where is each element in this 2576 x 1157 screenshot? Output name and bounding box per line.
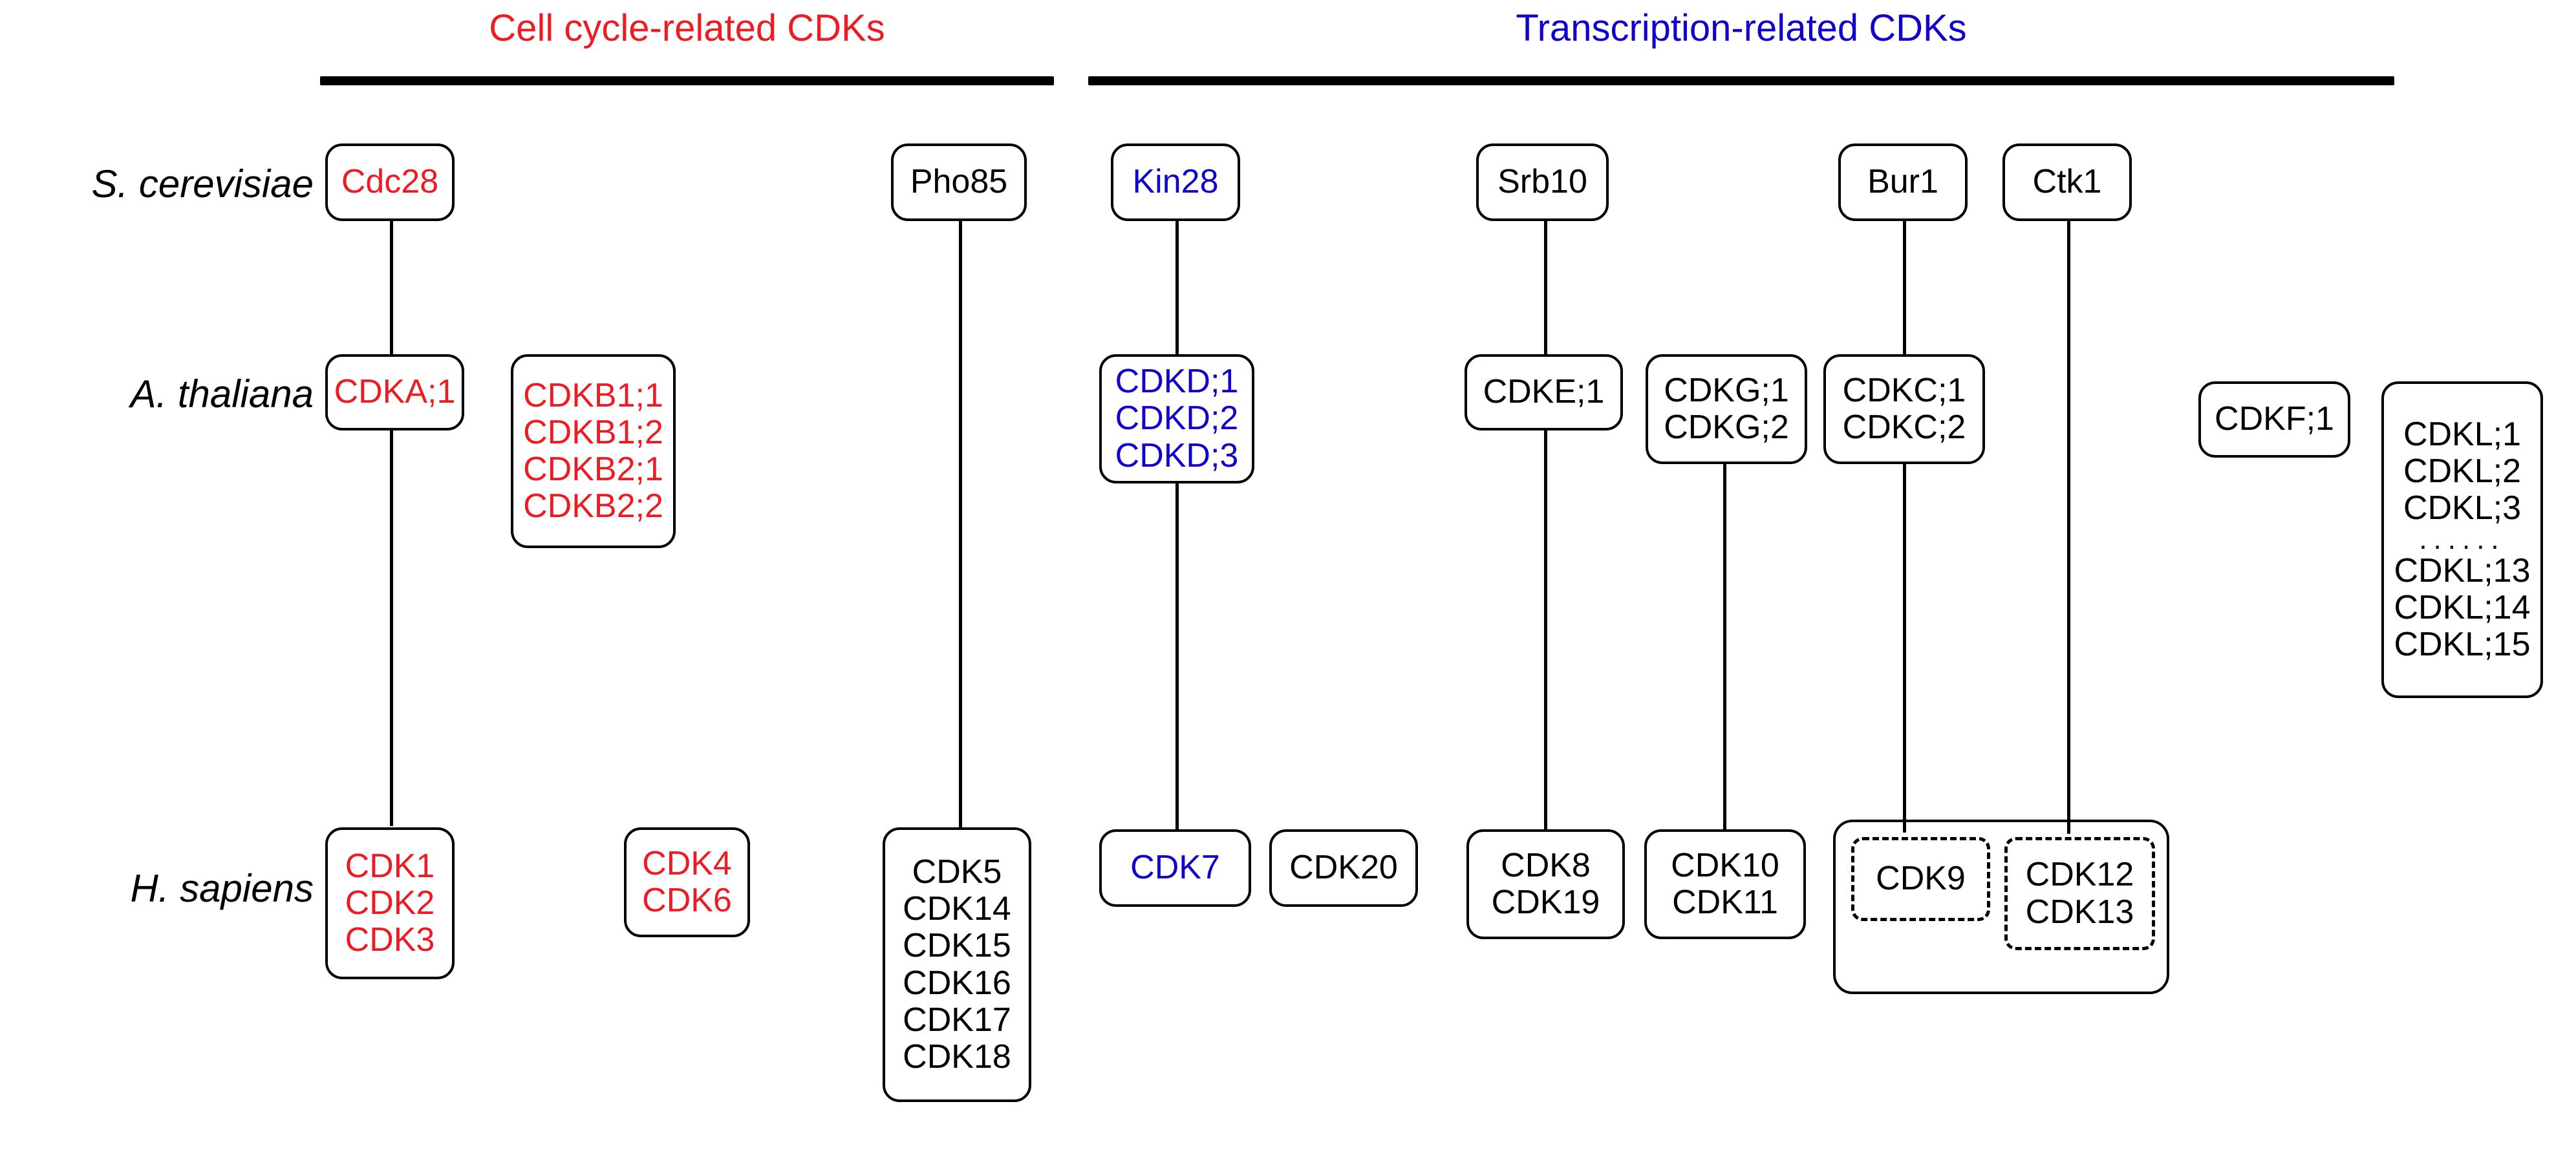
- gene-label: CDK2: [345, 884, 435, 922]
- gene-label: CDK4: [642, 844, 732, 882]
- gene-label: CDK17: [903, 1001, 1011, 1039]
- gene-box-cdkl[interactable]: CDKL;1 CDKL;2 CDKL;3 ...... CDKL;13 CDKL…: [2381, 381, 2543, 698]
- gene-label: Cdc28: [341, 163, 439, 201]
- gene-box-cdk46[interactable]: CDK4 CDK6: [624, 827, 750, 937]
- gene-label: CDK7: [1130, 849, 1220, 887]
- gene-box-cdk12-13[interactable]: CDK12 CDK13: [2004, 837, 2155, 950]
- gene-label: Srb10: [1497, 163, 1587, 201]
- gene-label: CDKL;3: [2403, 489, 2522, 527]
- connector-pho85-cdk5: [959, 220, 962, 827]
- gene-box-cdkb[interactable]: CDKB1;1 CDKB1;2 CDKB2;1 CDKB2;2: [511, 354, 676, 548]
- gene-label: CDK13: [2025, 893, 2134, 931]
- gene-label: CDK15: [903, 927, 1011, 965]
- connector-bur1-cdkc: [1903, 220, 1906, 356]
- gene-label: Ctk1: [2032, 163, 2102, 201]
- gene-box-bur1[interactable]: Bur1: [1838, 143, 1968, 221]
- gene-box-cdk10-11[interactable]: CDK10 CDK11: [1644, 829, 1806, 939]
- gene-box-cdk5-group[interactable]: CDK5 CDK14 CDK15 CDK16 CDK17 CDK18: [883, 827, 1031, 1102]
- gene-label: CDK3: [345, 921, 435, 959]
- gene-label: CDKL;13: [2394, 551, 2531, 589]
- gene-label: CDKB2;2: [523, 487, 663, 525]
- species-label-s-cerevisiae: S. cerevisiae: [91, 162, 314, 206]
- gene-box-cdk9[interactable]: CDK9: [1851, 837, 1990, 921]
- section-label-cell-cycle: Cell cycle-related CDKs: [489, 7, 885, 49]
- connector-cdkd-cdk7: [1175, 483, 1179, 829]
- gene-box-cdka[interactable]: CDKA;1: [325, 354, 464, 430]
- gene-label: CDK1: [345, 847, 435, 885]
- gene-label: CDK16: [903, 964, 1011, 1002]
- gene-label: CDK20: [1289, 849, 1398, 887]
- gene-label: CDKG;1: [1664, 371, 1789, 409]
- gene-label: CDKD;2: [1115, 399, 1239, 438]
- gene-label-ellipsis: ......: [2419, 524, 2506, 556]
- gene-label: CDKL;1: [2403, 415, 2522, 453]
- gene-label: CDKF;1: [2215, 400, 2334, 438]
- gene-box-cdk123[interactable]: CDK1 CDK2 CDK3: [325, 827, 455, 979]
- gene-label: Bur1: [1867, 163, 1938, 201]
- gene-box-cdc28[interactable]: Cdc28: [325, 143, 455, 221]
- gene-label: CDK8: [1501, 846, 1591, 884]
- section-rule-transcription: [1088, 76, 2394, 85]
- gene-label: CDK12: [2025, 856, 2134, 894]
- gene-label: CDK9: [1876, 860, 1966, 898]
- gene-label: CDKA;1: [334, 373, 456, 411]
- gene-label: CDKL;15: [2394, 626, 2531, 664]
- gene-box-cdk8-19[interactable]: CDK8 CDK19: [1466, 829, 1625, 939]
- gene-label: CDKC;1: [1842, 371, 1966, 409]
- gene-box-srb10[interactable]: Srb10: [1476, 143, 1609, 221]
- species-label-a-thaliana: A. thaliana: [130, 372, 314, 416]
- gene-label: CDK18: [903, 1037, 1011, 1076]
- gene-box-cdkc[interactable]: CDKC;1 CDKC;2: [1823, 354, 1985, 464]
- gene-box-ctk1[interactable]: Ctk1: [2002, 143, 2132, 221]
- gene-box-cdk20[interactable]: CDK20: [1269, 829, 1418, 907]
- connector-cdke-cdk8: [1544, 429, 1547, 829]
- connector-cdkg-cdk10: [1723, 464, 1726, 829]
- gene-label: Pho85: [910, 163, 1008, 201]
- gene-label: CDK6: [642, 882, 732, 919]
- gene-box-cdke[interactable]: CDKE;1: [1465, 354, 1623, 430]
- gene-box-group-cdk9-cdk12-13[interactable]: [1833, 820, 2169, 994]
- section-label-transcription: Transcription-related CDKs: [1516, 7, 1967, 49]
- gene-label: CDKB2;1: [523, 451, 663, 488]
- gene-label: CDKG;2: [1664, 409, 1789, 446]
- gene-box-cdkg[interactable]: CDKG;1 CDKG;2: [1646, 354, 1807, 464]
- gene-label: CDKB1;2: [523, 413, 663, 451]
- connector-ctk1-cdk12: [2067, 220, 2070, 834]
- gene-label: CDK11: [1672, 884, 1778, 921]
- species-label-h-sapiens: H. sapiens: [130, 867, 314, 910]
- gene-label: Kin28: [1132, 163, 1219, 201]
- gene-label: CDK14: [903, 890, 1011, 928]
- connector-cdc28-cdka: [390, 220, 393, 356]
- gene-label: CDKL;14: [2394, 588, 2531, 626]
- connector-cdkc-cdk9: [1903, 464, 1906, 833]
- gene-label: CDKB1;1: [523, 376, 663, 414]
- gene-label: CDKE;1: [1483, 373, 1605, 411]
- gene-box-kin28[interactable]: Kin28: [1111, 143, 1240, 221]
- connector-kin28-cdkd: [1175, 220, 1179, 356]
- gene-label: CDKC;2: [1842, 409, 1966, 446]
- gene-label: CDKL;2: [2403, 452, 2522, 490]
- gene-box-pho85[interactable]: Pho85: [891, 143, 1027, 221]
- gene-label: CDK5: [912, 853, 1002, 891]
- connector-srb10-cdke: [1544, 220, 1547, 356]
- gene-label: CDK19: [1491, 884, 1600, 921]
- gene-box-cdkd[interactable]: CDKD;1 CDKD;2 CDKD;3: [1099, 354, 1254, 483]
- gene-label: CDKD;3: [1115, 436, 1239, 474]
- gene-label: CDKD;1: [1115, 363, 1239, 401]
- gene-box-cdkf[interactable]: CDKF;1: [2198, 381, 2350, 458]
- gene-label: CDK10: [1671, 846, 1779, 884]
- connector-cdka-cdk123: [390, 429, 393, 826]
- section-rule-cell-cycle: [320, 76, 1054, 85]
- gene-box-cdk7[interactable]: CDK7: [1099, 829, 1251, 907]
